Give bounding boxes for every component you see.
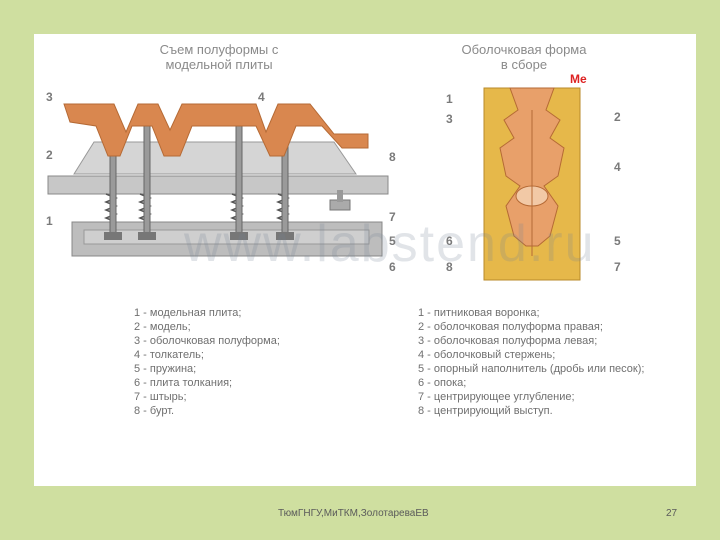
right-title-line1: Оболочковая форма [461,42,587,57]
left-callout-4: 4 [258,90,265,104]
left-legend-item: 8 - бурт. [134,405,175,417]
left-title-line1: Съем полуформы с [159,42,279,57]
left-legend-item: 2 - модель; [134,321,191,333]
left-legend: 1 - модельная плита; 2 - модель; 3 - обо… [134,306,280,418]
left-legend-item: 3 - оболочковая полуформа; [134,335,280,347]
right-callout-7: 7 [614,260,621,274]
right-callout-8: 8 [446,260,453,274]
right-callout-4: 4 [614,160,621,174]
footer-author: ТюмГНГУ,МиТКМ,ЗолотареваЕВ [278,508,429,519]
left-callout-8: 8 [389,150,396,164]
left-legend-item: 4 - толкатель; [134,349,204,361]
pattern-plate [47,175,389,195]
right-legend-item: 1 - питниковая воронка; [418,307,540,319]
right-callout-2: 2 [614,110,621,124]
right-legend-item: 5 - опорный наполнитель (дробь или песок… [418,363,645,375]
right-callout-1: 1 [446,92,453,106]
right-callout-5: 5 [614,234,621,248]
left-legend-item: 5 - пружина; [134,363,197,375]
left-callout-7: 7 [389,210,396,224]
right-callout-6: 6 [446,234,453,248]
right-legend-item: 7 - центрирующее углубление; [418,391,575,403]
left-callout-2: 2 [46,148,53,162]
left-legend-item: 7 - штырь; [134,391,187,403]
left-figure-title: Съем полуформы с модельной плиты [134,42,304,72]
left-callout-3: 3 [46,90,53,104]
shell-mold-assembly-diagram [483,87,581,281]
right-title-line2: в сборе [500,57,548,72]
left-legend-item: 1 - модельная плита; [134,307,242,319]
left-callout-1: 1 [46,214,53,228]
page-number: 27 [666,508,678,519]
pattern-plate-diagram [47,103,389,257]
right-legend-item: 4 - оболочковый стержень; [418,349,556,361]
metal-label: Me [570,72,587,86]
right-legend: 1 - питниковая воронка; 2 - оболочковая … [418,306,644,418]
left-legend-item: 6 - плита толкания; [134,377,233,389]
shell-half-mold [63,103,369,157]
right-figure-title: Оболочковая форма в сборе [434,42,614,72]
right-legend-item: 3 - оболочковая полуформа левая; [418,335,598,347]
left-callout-5: 5 [389,234,396,248]
left-callout-6: 6 [389,260,396,274]
right-legend-item: 2 - оболочковая полуформа правая; [418,321,603,333]
watermark: www.labstend.ru [184,215,596,273]
right-callout-3: 3 [446,112,453,126]
slide-card: Съем полуформы с модельной плиты [34,34,696,486]
left-title-line2: модельной плиты [165,57,273,72]
right-legend-item: 8 - центрирующий выступ. [418,405,553,417]
right-legend-item: 6 - опока; [418,377,467,389]
